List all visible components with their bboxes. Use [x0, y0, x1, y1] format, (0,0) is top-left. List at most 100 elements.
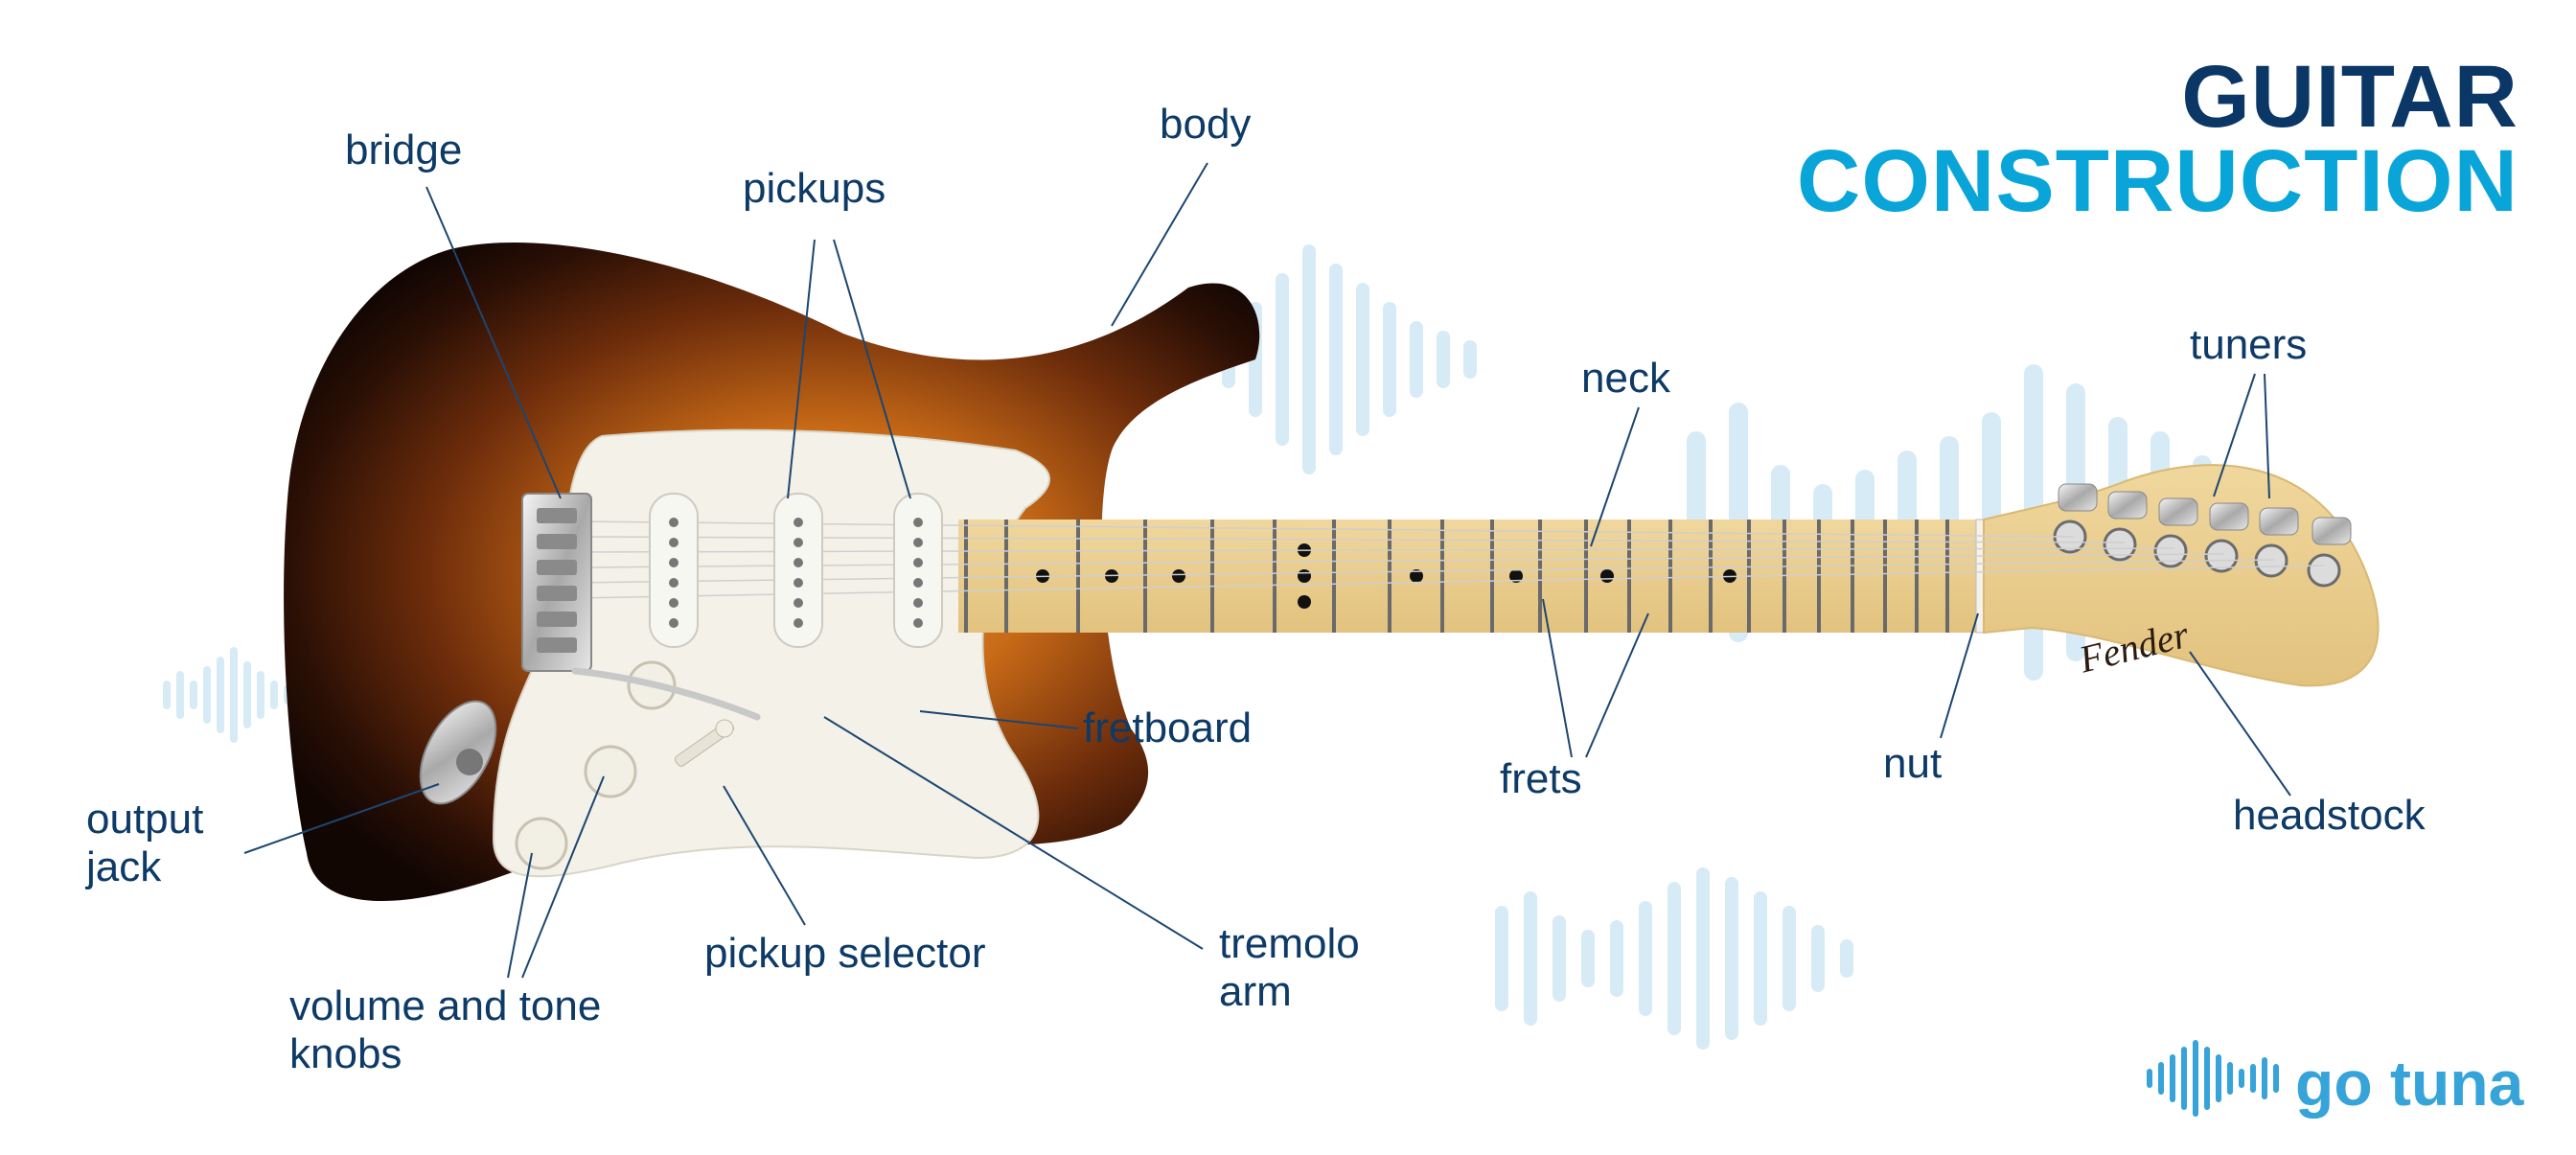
pole-piece	[913, 578, 923, 588]
soundwave-bar	[1840, 939, 1853, 978]
label-nut: nut	[1883, 740, 1943, 787]
brand-wave-bar	[2273, 1064, 2279, 1093]
brand-wave-bar	[2193, 1040, 2198, 1117]
label-pickup-selector: pickup selector	[704, 930, 986, 977]
soundwave-bar	[1495, 906, 1508, 1011]
soundwave-bar	[1782, 906, 1796, 1011]
leader-tuners-a	[2213, 373, 2256, 497]
soundwave-bar	[1696, 867, 1710, 1050]
pole-piece	[794, 518, 803, 527]
brand-wave-bar	[2262, 1057, 2267, 1099]
soundwave-bar	[1276, 273, 1289, 446]
soundwave-bar	[1754, 891, 1767, 1026]
soundwave-bar	[1383, 302, 1396, 417]
fret-inlay-dot	[1509, 569, 1523, 583]
soundwave-bar	[1725, 877, 1738, 1040]
tremolo-arm-shape	[571, 667, 761, 721]
pole-piece	[794, 578, 803, 588]
bridge-hardware	[521, 493, 592, 672]
bridge-saddle	[537, 508, 577, 523]
bridge-saddle	[537, 534, 577, 549]
soundwave-bar	[1463, 340, 1477, 379]
leader-pickup-selector	[723, 785, 806, 926]
label-tuners: tuners	[2190, 321, 2308, 368]
fret-inlay-dot	[1298, 595, 1311, 609]
brand-name: go tuna	[2295, 1048, 2524, 1119]
title-line-2: CONSTRUCTION	[1796, 132, 2518, 230]
soundwave-bar	[1811, 925, 1825, 992]
label-output-jack-line2: jack	[86, 843, 162, 890]
soundwave-bar	[1552, 915, 1566, 1002]
soundwave-bar	[270, 681, 278, 709]
label-knobs-line1: volume and tone	[289, 982, 602, 1029]
string-line	[574, 559, 2275, 584]
strings	[574, 520, 2325, 599]
soundwave-bar	[1639, 901, 1652, 1016]
bridge-saddle	[537, 560, 577, 575]
soundwave-bar	[163, 681, 171, 709]
tuner-key	[2158, 497, 2198, 526]
soundwave-bar	[230, 647, 238, 743]
tuner-key	[2058, 483, 2098, 512]
fret-inlay-dot	[1600, 569, 1614, 583]
output-jack-plate	[419, 700, 497, 805]
brand-wave-bar	[2250, 1064, 2256, 1093]
label-tremolo-arm-line2: arm	[1219, 968, 1292, 1015]
leader-pickups-b	[833, 239, 911, 499]
brand-wave-bar	[2204, 1047, 2210, 1110]
soundwave-bar	[1437, 331, 1450, 388]
bridge-saddle	[537, 637, 577, 653]
brand-logo-icon	[2147, 1040, 2279, 1117]
leader-bridge	[426, 186, 562, 499]
label-body: body	[1160, 101, 1252, 148]
pole-piece	[669, 538, 678, 547]
tuner-bushing	[2153, 534, 2188, 568]
label-fretboard: fretboard	[1083, 705, 1253, 751]
pole-piece	[913, 618, 923, 628]
tuner-key	[2259, 507, 2299, 536]
pole-piece	[913, 558, 923, 567]
brand-wave-bar	[2239, 1069, 2244, 1088]
tuner-key	[2209, 502, 2249, 531]
pole-piece	[669, 618, 678, 628]
label-bridge: bridge	[345, 127, 463, 173]
leader-frets-b	[1585, 612, 1649, 758]
pole-piece	[669, 558, 678, 567]
pickup-set	[649, 493, 943, 648]
soundwave-bar	[1610, 920, 1623, 997]
tuner-bushing	[2103, 527, 2137, 562]
leader-pickups-a	[787, 239, 816, 499]
soundwave-bar	[1356, 283, 1369, 436]
pole-piece	[794, 598, 803, 608]
pole-piece	[669, 578, 678, 588]
soundwave-bar	[243, 661, 251, 728]
pole-piece	[794, 538, 803, 547]
label-knobs-line2: knobs	[289, 1030, 402, 1077]
string-line	[574, 536, 2126, 543]
pole-piece	[669, 598, 678, 608]
leader-tuners-b	[2264, 373, 2270, 499]
pole-piece	[794, 558, 803, 567]
pole-piece	[794, 618, 803, 628]
pole-piece	[913, 538, 923, 547]
brand-wave-bar	[2158, 1062, 2164, 1095]
label-pickups: pickups	[743, 165, 886, 212]
tuner-key	[2107, 491, 2148, 520]
leader-nut	[1940, 612, 1979, 739]
leader-output-jack	[243, 783, 440, 854]
leader-frets-a	[1542, 598, 1573, 758]
soundwave-bar	[1668, 882, 1681, 1035]
label-neck: neck	[1581, 355, 1670, 402]
bridge-saddle	[537, 586, 577, 601]
tuner-bushing	[2307, 553, 2341, 588]
leader-headstock	[2189, 651, 2291, 797]
leader-knobs-b	[521, 775, 605, 979]
knob-set	[515, 660, 735, 870]
soundwave-bar	[217, 657, 224, 733]
fret-inlay-dot	[1410, 569, 1423, 583]
fret-inlay-dot	[1298, 569, 1311, 583]
soundwave-bar	[1581, 930, 1595, 987]
brand-wave-bar	[2216, 1054, 2221, 1102]
leader-tremolo-arm	[823, 716, 1204, 950]
